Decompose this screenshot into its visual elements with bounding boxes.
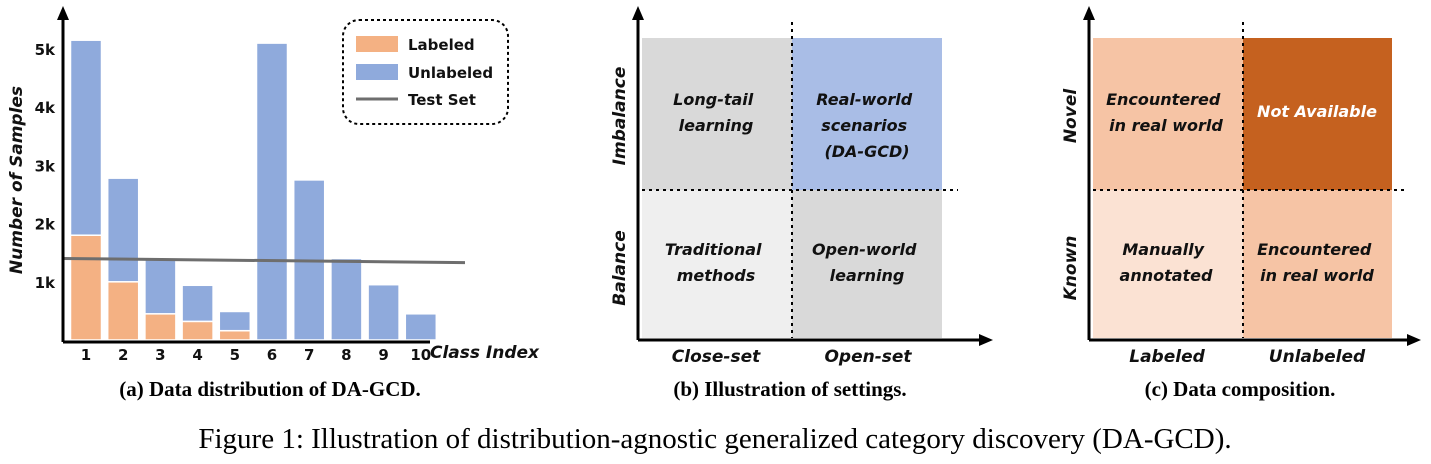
panel-a-bar-chart: 1k 2k 3k 4k 5k 1 2 3 4 5 6 7 8 9 10 Class Index Numbe… [7, 6, 540, 401]
test-set-line [62, 257, 466, 265]
x-label-labeled: Labeled [1129, 347, 1205, 367]
caption-c: (c) Data composition. [1145, 377, 1336, 401]
x-tick-label: 6 [267, 346, 277, 364]
legend-label-test: Test Set [408, 91, 476, 109]
legend: Labeled Unlabeled Test Set [342, 19, 509, 125]
x-axis-arrow-icon [1407, 334, 1421, 346]
legend-swatch-labeled [356, 36, 398, 52]
bar-unlabeled-8 [330, 257, 363, 341]
x-tick-label: 3 [155, 346, 165, 364]
bar-unlabeled-2 [106, 177, 140, 283]
caption-a: (a) Data distribution of DA-GCD. [119, 377, 421, 401]
x-label-unlabeled: Unlabeled [1269, 347, 1366, 367]
bar-labeled-1 [69, 234, 103, 341]
figure-caption: Figure 1: Illustration of distribution-a… [198, 423, 1231, 455]
legend-label-unlabeled: Unlabeled [408, 64, 493, 82]
x-tick-label: 10 [410, 346, 431, 364]
x-tick-label: 5 [230, 346, 240, 364]
y-tick-label: 1k [35, 274, 56, 292]
x-label-closeset: Close-set [672, 347, 761, 367]
bar-labeled-4 [181, 320, 214, 341]
panel-c-composition-grid: Novel Known Labeled Unlabeled Encountere… [1061, 6, 1421, 401]
bar-group [69, 39, 438, 341]
cell-text-long-tail: Long-tail learning [673, 90, 759, 135]
cell-imbalance-closeset [642, 38, 792, 190]
y-axis-title: Number of Samples [7, 86, 27, 274]
bar-unlabeled-4 [181, 284, 214, 323]
y-tick-label: 3k [35, 157, 56, 175]
bar-labeled-3 [144, 313, 177, 341]
y-axis-arrow-icon [632, 6, 644, 20]
x-tick-label: 8 [341, 346, 351, 364]
caption-b: (b) Illustration of settings. [673, 377, 906, 401]
y-label-known: Known [1061, 236, 1081, 301]
legend-label-labeled: Labeled [408, 36, 475, 54]
cell-known-labeled [1093, 190, 1243, 338]
cell-text-real-world: Real-world scenarios (DA-GCD) [816, 90, 917, 161]
cell-novel-labeled [1093, 38, 1243, 190]
cell-novel-unlabeled [1243, 38, 1392, 190]
x-tick-label: 2 [118, 346, 128, 364]
cell-text-novel-labeled: Encountered in real world [1106, 90, 1226, 135]
y-axis-arrow-icon [57, 6, 69, 20]
x-axis-title: Class Index [430, 343, 540, 363]
bar-unlabeled-10 [404, 313, 438, 341]
y-tick-label: 4k [35, 99, 56, 117]
cell-text-known-labeled: Manually annotated [1120, 240, 1214, 285]
cell-balance-openset [792, 190, 942, 338]
bar-labeled-5 [218, 329, 252, 341]
cell-known-unlabeled [1243, 190, 1392, 338]
y-tick-labels: 1k 2k 3k 4k 5k [35, 41, 56, 292]
bar-labeled-2 [106, 281, 140, 341]
y-label-novel: Novel [1061, 88, 1081, 144]
y-label-imbalance: Imbalance [610, 67, 630, 166]
x-tick-labels: 1 2 3 4 5 6 7 8 9 10 [81, 346, 431, 364]
x-tick-label: 7 [304, 346, 314, 364]
cell-text-traditional: Traditional methods [665, 240, 767, 285]
x-tick-label: 4 [192, 346, 202, 364]
cell-imbalance-openset [792, 38, 942, 190]
bar-unlabeled-6 [255, 42, 289, 341]
legend-box [342, 19, 509, 125]
cell-text-open-world: Open-world learning [812, 240, 922, 285]
x-label-openset: Open-set [824, 347, 912, 367]
x-tick-label: 1 [81, 346, 91, 364]
bar-unlabeled-9 [367, 283, 400, 341]
x-tick-label: 9 [378, 346, 388, 364]
y-tick-label: 5k [35, 41, 56, 59]
bar-unlabeled-1 [69, 39, 103, 236]
bar-unlabeled-5 [218, 310, 252, 332]
bar-unlabeled-3 [144, 257, 177, 315]
y-tick-label: 2k [35, 216, 56, 234]
cell-balance-closeset [642, 190, 792, 338]
cell-text-known-unlabeled: Encountered in real world [1257, 240, 1377, 285]
legend-swatch-unlabeled [356, 64, 398, 80]
y-label-balance: Balance [610, 230, 630, 305]
panel-b-settings-grid: Imbalance Balance Close-set Open-set Lon… [610, 6, 993, 401]
y-axis-arrow-icon [1083, 6, 1095, 20]
x-axis-arrow-icon [979, 334, 993, 346]
cell-text-not-available: Not Available [1257, 102, 1377, 121]
